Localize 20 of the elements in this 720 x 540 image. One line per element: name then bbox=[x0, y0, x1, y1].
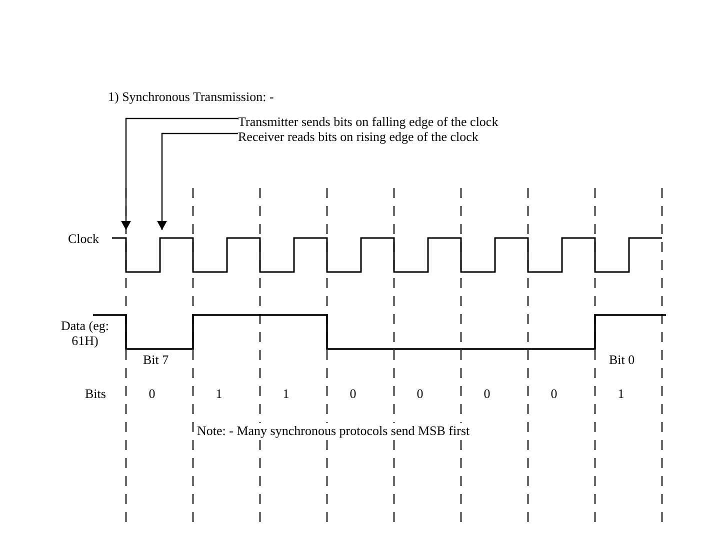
leader-arrow bbox=[157, 132, 238, 230]
callout-text: Receiver reads bits on rising edge of the clock bbox=[238, 129, 478, 144]
row-label: Bits bbox=[85, 386, 106, 401]
bit-value: 0 bbox=[148, 386, 156, 401]
callout-text: Transmitter sends bits on falling edge of the clock bbox=[238, 114, 498, 129]
leader-arrow bbox=[121, 118, 238, 230]
note-text: Note: - Many synchronous protocols send MSB first bbox=[197, 423, 470, 438]
bit-label: Bit 0 bbox=[609, 352, 635, 367]
bit-value: 0 bbox=[416, 386, 424, 401]
bit-value: 1 bbox=[282, 386, 290, 401]
bit-value: 0 bbox=[550, 386, 558, 401]
bit-value: 1 bbox=[618, 386, 624, 401]
bit-value: 0 bbox=[484, 386, 490, 401]
diagram-title: 1) Synchronous Transmission: - bbox=[108, 89, 274, 104]
clock-waveform bbox=[112, 237, 662, 273]
bit-label: Bit 7 bbox=[143, 352, 169, 367]
signal-name: Data (eg: 61H) bbox=[60, 318, 110, 348]
bit-value: 0 bbox=[350, 386, 356, 401]
bit-value: 1 bbox=[216, 386, 222, 401]
signal-name: Clock bbox=[68, 231, 100, 246]
